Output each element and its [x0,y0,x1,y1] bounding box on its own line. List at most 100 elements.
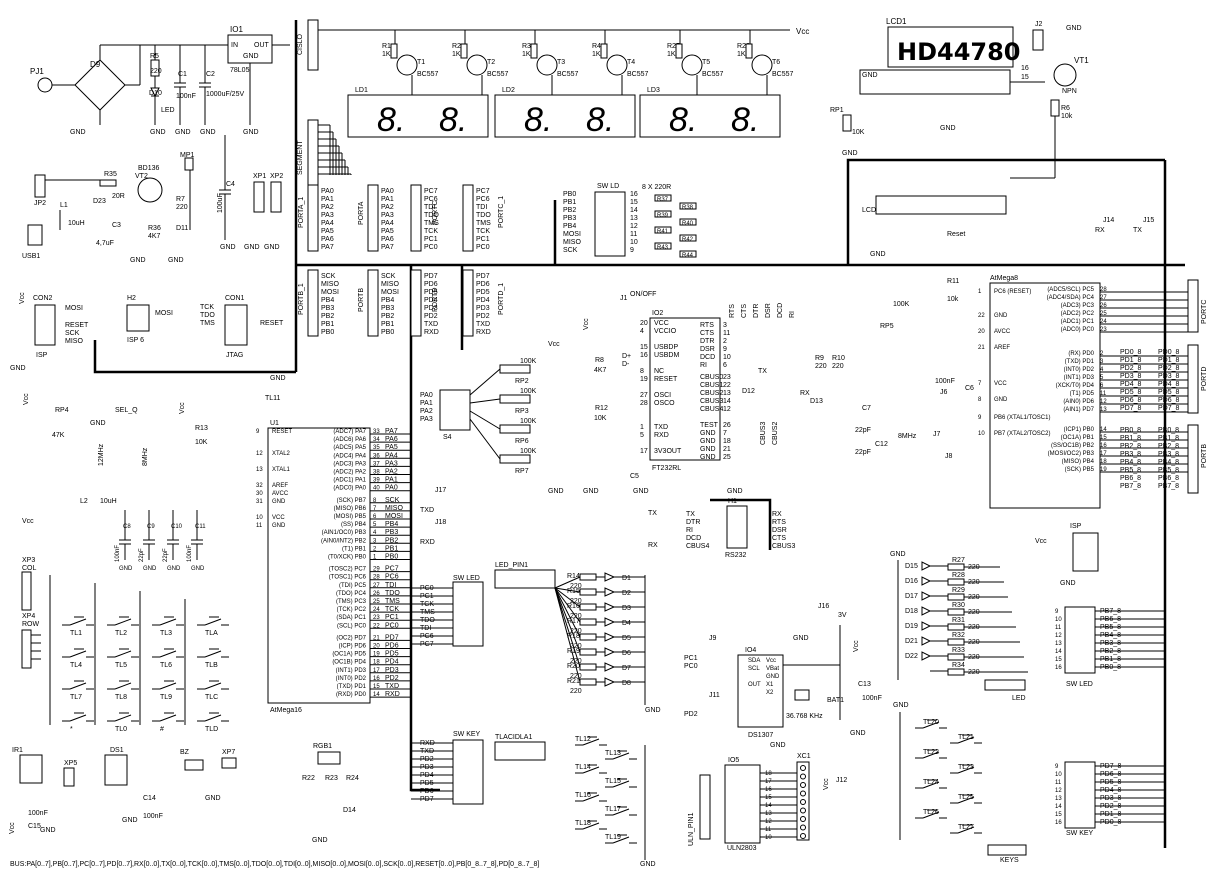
mega8-pd-net: PD6_8 [1120,397,1142,404]
svg-text:GND: GND [264,244,280,251]
led-ref: D21 [905,638,918,645]
svg-text:JP2: JP2 [34,200,46,207]
u1-pin-number: 20 [373,644,380,650]
svg-text:22pF: 22pF [855,449,871,456]
led [604,587,616,597]
port-pin-label: MOSI [381,289,399,296]
u1-pin-name: (AIN0/INT2) PB2 [321,538,367,544]
component-body [947,623,965,631]
u1-pin-name: (RXD) PD0 [336,692,367,698]
u1-pin-name: (AIN1/OC0) PB3 [322,530,367,536]
mega8-pd-net: PD7_8 [1120,405,1142,412]
wire [469,398,501,404]
wire [612,752,630,760]
wire [554,587,581,668]
component-body [367,269,379,337]
svg-text:MOSI: MOSI [155,310,173,317]
pin-number: 12 [1055,633,1062,639]
wire [922,811,940,819]
mega8-pin-number: 13 [1100,407,1107,413]
mega8-pb-net: PB0_8 [1158,427,1179,434]
svg-text:XP1: XP1 [253,173,266,180]
port-pin-label: PA5 [381,228,394,235]
port-pin-label: PA3 [321,212,334,219]
svg-text:RP4: RP4 [55,407,69,414]
u1-pin-name: (INT1) PD3 [336,668,367,674]
mega8-pb-net: PB1_8 [1120,435,1141,442]
svg-text:IO2: IO2 [652,310,663,317]
swkey-key: TL17 [605,806,621,813]
u1-net-label: TDO [385,590,400,597]
u1-pin-number: 21 [373,635,380,641]
ft-pin-number: 21 [723,446,731,453]
key-ref: TL24 [923,779,939,786]
pin-number: 16 [1055,820,1062,826]
ft-pin-name: RXD [654,432,669,439]
port-label: PORTC_1 [498,196,505,228]
port-pin-label: PA0 [321,188,334,195]
gnd-label: GND [191,566,205,572]
wire [469,418,501,460]
seven-segment-section: CISLO SEGMENT Vcc R11KT1BC557R21KT2BC557… [297,19,809,186]
pin-number: 9 [1055,609,1059,615]
component-body [410,184,422,252]
resistor-ref: R33 [952,647,965,654]
u1-net-label: TCK [385,606,399,613]
svg-text:GND: GND [548,488,564,495]
wire [582,822,600,830]
mega8-pd-net: PD0_8 [1158,349,1180,356]
key-ref: TL21 [958,734,974,741]
svg-text:D12: D12 [742,388,755,395]
u1-net-label: PB1 [385,545,398,552]
net-tag: CTS [741,304,748,318]
svg-text:DS1307: DS1307 [748,732,773,739]
svg-text:R35: R35 [104,171,117,178]
pin-number: 10 [1055,617,1062,623]
u1-pin-number: 26 [373,591,380,597]
ft-pin-number: 28 [640,400,648,407]
u1-pin-number: 18 [373,660,380,666]
u1-pin-number: 24 [373,607,380,613]
svg-text:RXD: RXD [420,539,435,546]
svg-text:GND: GND [890,551,906,558]
ft-pin-name: DCD [700,354,715,361]
u1-net-label: PC0 [385,622,399,629]
svg-text:Vcc: Vcc [796,27,809,36]
component-body [947,578,965,586]
u1-pin-number: 14 [373,692,380,698]
port-pin-label: PC0 [476,244,490,251]
resistor-network: 8 X 220R [642,184,671,191]
transistor [751,54,773,76]
u1-net-label: PB0 [385,554,398,561]
svg-text:Vcc: Vcc [22,518,34,525]
resistor-value: 220 [570,643,582,650]
swkey-key: TL13 [605,750,621,757]
port-pin-label: PA2 [321,204,334,211]
cap-value: 100nF [187,545,193,562]
uln-pin-number: 11 [765,827,772,833]
swld-pin: SCK [563,247,578,254]
mega8-pin-name: (ADC1) PC1 [1061,319,1095,325]
mega8-pb-net: PB1_8 [1158,435,1179,442]
gnd-label: GND [167,566,181,572]
cap-ref: C9 [147,524,155,530]
u1-pin-number: 34 [373,437,380,443]
transistor-ref: T3 [557,59,565,66]
svg-text:D23: D23 [93,198,106,205]
port-pin-label: PD5 [424,289,438,296]
mega8-pb-net: PB5_8 [1120,467,1141,474]
net-tag: CBUS2 [772,422,779,445]
transistor-ref: T2 [487,59,495,66]
svg-text:J7: J7 [933,431,941,438]
ft-pin-name: CBUS0 [700,374,723,381]
key-ref: TL25 [958,794,974,801]
svg-text:J8: J8 [945,453,953,460]
svg-text:C13: C13 [858,681,871,688]
u1-net-label: RXD [385,691,400,698]
pin-number: 10 [630,239,638,246]
svg-text:CISLO: CISLO [297,33,304,55]
u1-net-label: PC6 [385,574,399,581]
svg-text:GND: GND [205,795,221,802]
component-body [579,678,597,686]
svg-text:R24: R24 [346,775,359,782]
